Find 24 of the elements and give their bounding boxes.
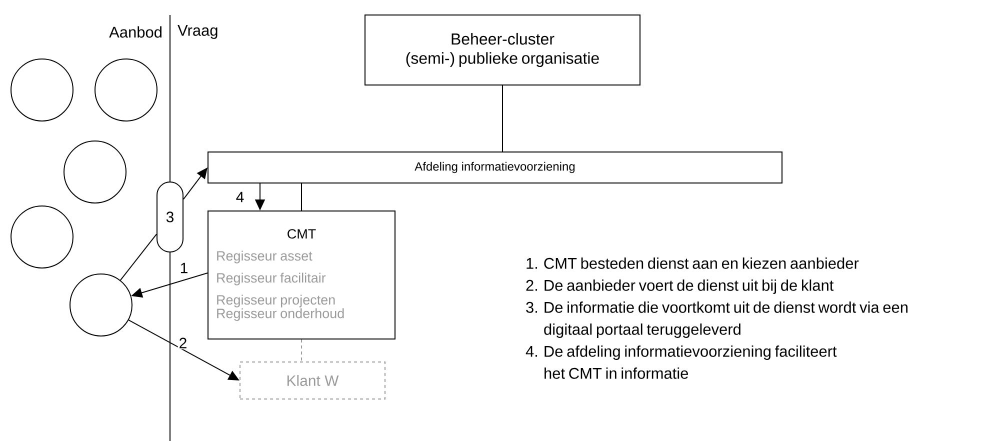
circle: [64, 140, 126, 204]
edge-label: 2: [178, 336, 188, 350]
circle: [94, 58, 158, 122]
connector-line: [120, 234, 157, 281]
circle: [10, 206, 74, 268]
edge-label: 4: [234, 190, 246, 204]
numbered-note: 1. CMT besteden dienst aan en kiezen aanbieder: [526, 258, 859, 269]
department-box: Afdeling informatievoorziening: [208, 152, 782, 184]
numbered-note: 2. De aanbieder voert de dienst uit bij de klant: [526, 280, 834, 294]
numbered-note: 3. De informatie die voortkomt uit de dienst wordt via een digitaal portaal teruggeleverd: [526, 302, 908, 338]
step-pill: 3: [156, 182, 184, 252]
arrow: [183, 168, 208, 200]
circle: [10, 58, 74, 122]
organization-box: Beheer-cluster (semi-) publieke organisatie: [364, 14, 640, 86]
connector-line: [301, 183, 302, 211]
numbered-note: 4. De afdeling informatievoorziening faciliteert het CMT in informatie: [526, 346, 837, 379]
connector-line: [502, 85, 503, 152]
edge-label: 1: [178, 262, 190, 274]
column-heading: Aanbod: [109, 26, 162, 38]
circle: [70, 274, 132, 336]
client-box: Klant W: [240, 362, 386, 400]
team-box: CMT Regisseur asset Regisseur facilitair Regisseur projecten Regisseur onderhoud: [208, 210, 396, 340]
column-heading: Vraag: [178, 25, 218, 39]
connector-line: [301, 339, 302, 362]
